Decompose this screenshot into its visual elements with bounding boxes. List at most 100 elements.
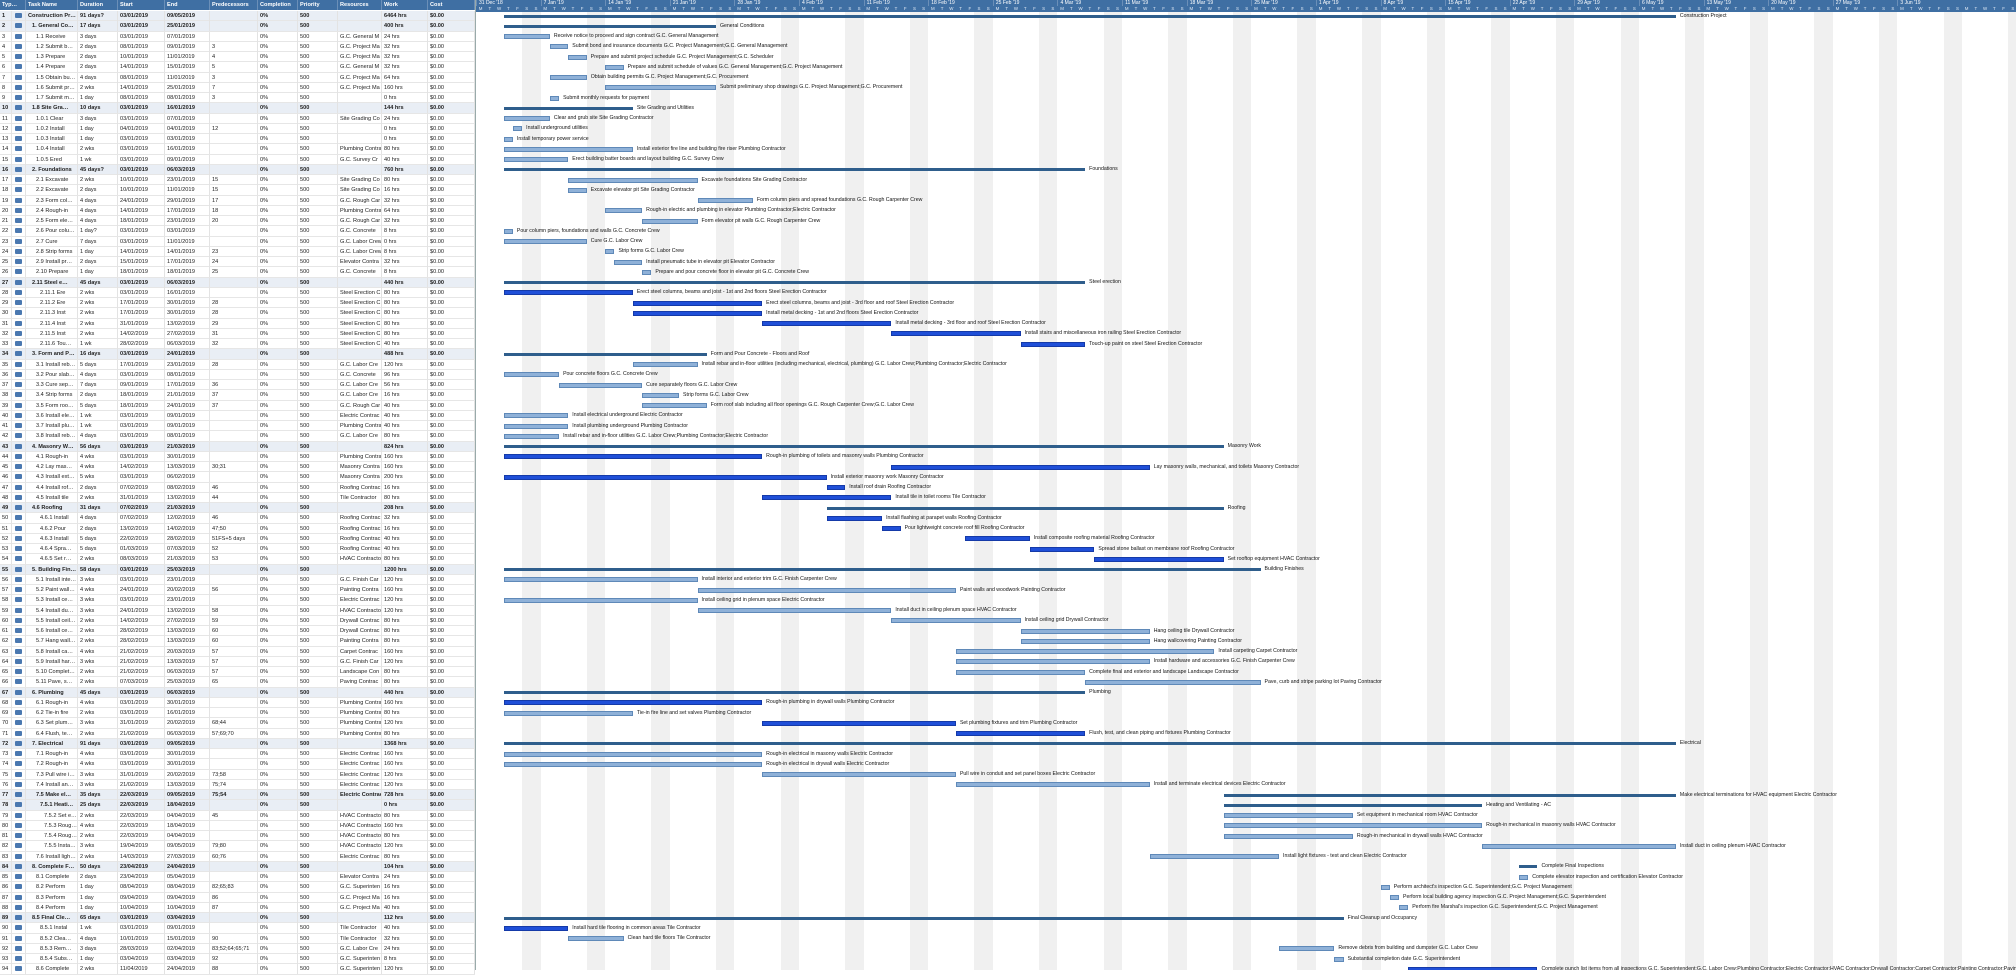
task-prio-cell[interactable]: 500 <box>298 72 338 83</box>
task-res-cell[interactable]: HVAC Contracto <box>340 605 382 616</box>
task-comp-cell[interactable]: 0% <box>258 882 298 893</box>
task-prio-cell[interactable]: 500 <box>298 913 338 923</box>
task-res-cell[interactable]: G.C. Rough Car <box>340 195 382 206</box>
task-work-cell[interactable]: 80 hrs <box>382 810 428 821</box>
row-number[interactable]: 24 <box>0 246 12 257</box>
task-res-cell[interactable] <box>338 738 382 749</box>
task-end-cell[interactable]: 11/01/2019 <box>165 52 210 62</box>
task-res-cell[interactable] <box>338 134 382 144</box>
task-start-cell[interactable]: 18/01/2019 <box>118 390 165 401</box>
task-prio-cell[interactable]: 500 <box>298 923 338 934</box>
task-cost-cell[interactable]: $0.00 <box>428 359 475 370</box>
task-res-cell[interactable]: Electric Contrac <box>338 769 382 780</box>
task-pred-cell[interactable] <box>210 749 258 759</box>
task-comp-cell[interactable]: 0% <box>258 287 298 298</box>
task-dur-cell[interactable]: 2 wks <box>78 287 118 298</box>
task-res-cell[interactable] <box>338 913 382 923</box>
task-start-cell[interactable]: 03/01/2019 <box>118 21 165 32</box>
task-name-cell[interactable]: 8. Complete F… <box>30 861 78 872</box>
task-pred-cell[interactable] <box>210 369 258 380</box>
task-end-cell[interactable]: 04/01/2019 <box>165 123 210 134</box>
task-name-cell[interactable]: 8.5.2 Clea… <box>38 933 78 944</box>
task-work-cell[interactable]: 824 hrs <box>382 441 428 452</box>
task-name-cell[interactable]: 7.5.2 Set e… <box>44 810 78 821</box>
task-name-cell[interactable]: 2.7 Cure <box>34 236 78 247</box>
row-number[interactable]: 49 <box>0 503 12 513</box>
row-number[interactable]: 70 <box>0 718 12 729</box>
task-dur-cell[interactable]: 2 wks <box>78 554 118 565</box>
task-bar[interactable] <box>503 433 560 439</box>
task-comp-cell[interactable]: 0% <box>258 164 298 175</box>
task-start-cell[interactable]: 03/01/2019 <box>118 11 165 21</box>
task-work-cell[interactable]: 80 hrs <box>382 431 428 442</box>
task-start-cell[interactable]: 08/01/2019 <box>118 41 165 52</box>
task-pred-cell[interactable]: 29 <box>210 318 258 329</box>
task-comp-cell[interactable]: 0% <box>258 205 298 216</box>
task-comp-cell[interactable]: 0% <box>258 93 298 103</box>
task-work-cell[interactable]: 40 hrs <box>382 421 428 431</box>
row-number[interactable]: 43 <box>0 441 12 452</box>
task-work-cell[interactable]: 32 hrs <box>382 933 428 944</box>
task-end-cell[interactable]: 09/01/2019 <box>165 421 210 431</box>
task-pred-cell[interactable]: 92 <box>210 954 258 964</box>
task-name-cell[interactable]: 4.6.2 Pour <box>38 523 78 534</box>
task-prio-cell[interactable]: 500 <box>298 810 338 821</box>
task-bar[interactable] <box>1094 556 1224 562</box>
task-comp-cell[interactable]: 0% <box>258 544 298 554</box>
task-dur-cell[interactable]: 4 wks <box>78 820 118 831</box>
task-res-cell[interactable]: Electric Contrac <box>340 790 382 800</box>
task-dur-cell[interactable]: 2 wks <box>78 677 118 688</box>
task-res-cell[interactable]: Site Grading Co <box>338 185 382 196</box>
task-name-cell[interactable]: 8.1 Complete <box>34 872 78 882</box>
task-name-cell[interactable]: 4.4 Install rof… <box>34 482 78 493</box>
task-cost-cell[interactable]: $0.00 <box>428 82 475 93</box>
column-header[interactable]: Task Name <box>26 0 78 10</box>
task-comp-cell[interactable]: 0% <box>258 831 298 841</box>
task-cost-cell[interactable]: $0.00 <box>428 164 475 175</box>
task-end-cell[interactable]: 02/04/2019 <box>165 943 210 954</box>
task-dur-cell[interactable]: 45 days <box>78 687 118 698</box>
task-end-cell[interactable]: 30/01/2019 <box>165 759 210 770</box>
task-prio-cell[interactable]: 500 <box>298 123 338 134</box>
task-work-cell[interactable]: 64 hrs <box>382 72 428 83</box>
task-dur-cell[interactable]: 16 days <box>78 349 118 360</box>
task-dur-cell[interactable]: 1 day? <box>78 226 118 237</box>
task-dur-cell[interactable]: 4 wks <box>78 697 118 708</box>
task-start-cell[interactable]: 03/01/2019 <box>118 236 165 247</box>
task-prio-cell[interactable]: 500 <box>298 462 338 472</box>
task-end-cell[interactable]: 13/03/2019 <box>165 626 210 636</box>
task-pred-cell[interactable]: 90 <box>210 933 258 944</box>
task-work-cell[interactable]: 0 hrs <box>382 93 428 103</box>
task-bar[interactable] <box>955 669 1086 675</box>
task-work-cell[interactable]: 56 hrs <box>382 380 428 390</box>
task-prio-cell[interactable]: 500 <box>298 410 338 421</box>
task-end-cell[interactable]: 28/02/2019 <box>165 533 210 544</box>
task-prio-cell[interactable]: 500 <box>298 728 338 739</box>
task-pred-cell[interactable]: 31 <box>210 328 258 339</box>
task-name-cell[interactable]: 5.3 Install ce… <box>34 595 78 606</box>
task-bar[interactable] <box>1482 843 1676 849</box>
task-comp-cell[interactable]: 0% <box>258 923 298 934</box>
task-cost-cell[interactable]: $0.00 <box>428 236 475 247</box>
task-work-cell[interactable]: 32 hrs <box>382 513 428 524</box>
task-res-cell[interactable]: Electric Contrac <box>338 595 382 606</box>
task-dur-cell[interactable]: 3 wks <box>78 605 118 616</box>
task-comp-cell[interactable]: 0% <box>258 902 298 913</box>
row-number[interactable]: 72 <box>0 738 12 749</box>
task-name-cell[interactable]: 7.5 Make el… <box>34 790 78 800</box>
task-end-cell[interactable]: 13/03/2019 <box>165 656 210 667</box>
task-name-cell[interactable]: 1.4 Prepare <box>34 62 78 73</box>
task-start-cell[interactable]: 09/04/2019 <box>118 892 165 903</box>
task-work-cell[interactable]: 80 hrs <box>382 636 428 647</box>
task-end-cell[interactable]: 21/03/2019 <box>165 503 210 513</box>
task-start-cell[interactable]: 14/01/2019 <box>118 246 165 257</box>
task-pred-cell[interactable]: 5 <box>210 62 258 73</box>
task-comp-cell[interactable]: 0% <box>258 369 298 380</box>
